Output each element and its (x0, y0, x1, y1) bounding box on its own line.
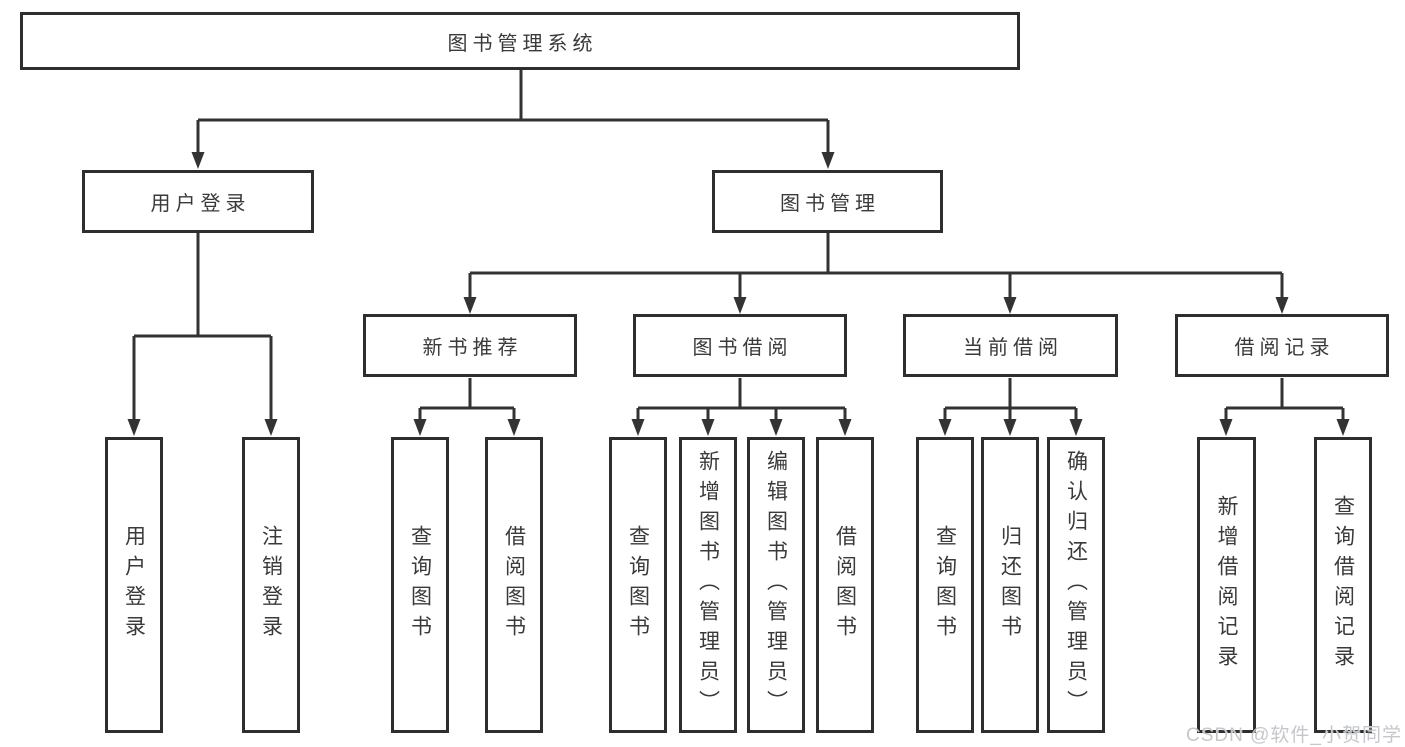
leaf-label: 借阅图书 (833, 525, 857, 645)
leaf-label: 注销登录 (259, 525, 283, 645)
leaf-label: 确认归还（管理员） (1064, 450, 1088, 720)
node-user-login: 用户登录 (82, 170, 314, 233)
node-new-book-recommend: 新书推荐 (363, 314, 577, 377)
leaf-query-books-recommend: 查询图书 (391, 437, 449, 733)
leaf-query-borrow-record: 查询借阅记录 (1314, 437, 1372, 733)
leaf-logout: 注销登录 (242, 437, 300, 733)
leaf-edit-book-admin: 编辑图书（管理员） (747, 437, 805, 733)
leaf-label: 编辑图书（管理员） (764, 450, 788, 720)
csdn-watermark: CSDN @软件_小贺同学 (1186, 725, 1402, 746)
node-borrowing-records: 借阅记录 (1175, 314, 1389, 377)
node-book-management: 图书管理 (712, 170, 943, 233)
edge-group (127, 70, 1350, 436)
leaf-query-books-borrowing: 查询图书 (609, 437, 667, 733)
leaf-label: 新增借阅记录 (1215, 495, 1238, 675)
leaf-borrow-books-recommend: 借阅图书 (485, 437, 543, 733)
node-book-borrowing: 图书借阅 (633, 314, 847, 377)
leaf-label: 查询图书 (626, 525, 650, 645)
leaf-confirm-return-admin: 确认归还（管理员） (1047, 437, 1105, 733)
node-borrowing-records-label: 借阅记录 (1234, 337, 1335, 359)
leaf-label: 用户登录 (122, 525, 146, 645)
node-current-borrowing: 当前借阅 (903, 314, 1118, 377)
node-book-management-label: 图书管理 (780, 193, 880, 215)
node-current-borrowing-label: 当前借阅 (963, 337, 1063, 359)
leaf-return-book: 归还图书 (981, 437, 1039, 733)
leaf-borrow-books-borrowing: 借阅图书 (816, 437, 874, 733)
leaf-user-login: 用户登录 (105, 437, 163, 733)
node-root: 图书管理系统 (20, 12, 1020, 70)
node-book-borrowing-label: 图书借阅 (692, 337, 793, 359)
leaf-query-books-current: 查询图书 (916, 437, 974, 733)
leaf-add-borrow-record: 新增借阅记录 (1197, 437, 1256, 733)
leaf-add-book-admin: 新增图书（管理员） (679, 437, 737, 733)
node-user-login-label: 用户登录 (150, 193, 251, 215)
leaf-label: 查询图书 (933, 525, 957, 645)
node-root-label: 图书管理系统 (447, 32, 598, 55)
leaf-label: 借阅图书 (502, 525, 526, 645)
leaf-label: 新增图书（管理员） (696, 450, 720, 720)
leaf-label: 查询图书 (408, 525, 432, 645)
node-new-book-recommend-label: 新书推荐 (422, 337, 523, 359)
leaf-label: 查询借阅记录 (1331, 495, 1355, 675)
leaf-label: 归还图书 (998, 525, 1022, 645)
